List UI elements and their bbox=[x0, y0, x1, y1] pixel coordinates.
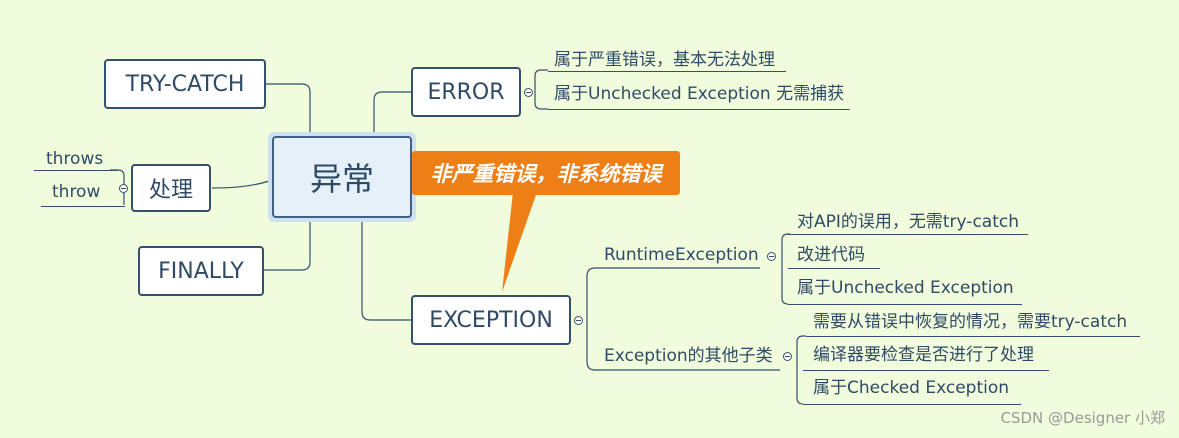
connector-exception bbox=[361, 222, 411, 321]
leaf-underline bbox=[806, 336, 1140, 337]
leaf-underline bbox=[803, 404, 1021, 405]
watermark: CSDN @Designer 小郑 bbox=[1000, 409, 1166, 427]
leaf-throw: throw bbox=[52, 182, 101, 202]
connector-finally bbox=[264, 222, 311, 271]
other-leaf-recover: 需要从错误中恢复的情况，需要try-catch bbox=[813, 312, 1128, 332]
handle-node[interactable]: 处理 bbox=[131, 164, 211, 212]
connector-runtime-children bbox=[781, 233, 790, 305]
connector-try-catch bbox=[266, 83, 311, 136]
error-leaf-unchecked: 属于Unchecked Exception 无需捕获 bbox=[554, 84, 845, 104]
collapse-icon[interactable] bbox=[783, 352, 792, 361]
leaf-underline bbox=[34, 170, 118, 171]
runtime-leaf-unchecked: 属于Unchecked Exception bbox=[797, 278, 1014, 298]
collapse-icon[interactable] bbox=[524, 88, 533, 97]
runtime-leaf-api-misuse: 对API的误用，无需try-catch bbox=[797, 212, 1019, 232]
leaf-underline bbox=[548, 109, 850, 110]
finally-node[interactable]: FINALLY bbox=[138, 246, 264, 296]
leaf-underline bbox=[788, 304, 1022, 305]
error-node[interactable]: ERROR bbox=[411, 67, 521, 117]
connector-error-children bbox=[534, 69, 548, 110]
leaf-underline bbox=[803, 370, 1049, 371]
leaf-underline bbox=[788, 268, 880, 269]
other-leaf-compiler-check: 编译器要检查是否进行了处理 bbox=[813, 345, 1034, 365]
leaf-underline bbox=[41, 206, 125, 207]
connector-error bbox=[373, 91, 411, 136]
connector-exception-subs bbox=[586, 267, 780, 371]
collapse-icon[interactable] bbox=[119, 184, 128, 193]
callout-pointer bbox=[502, 192, 537, 292]
root-node[interactable]: 异常 bbox=[268, 132, 416, 222]
exception-node[interactable]: EXCEPTION bbox=[411, 295, 571, 345]
root-label: 异常 bbox=[272, 136, 412, 218]
callout-note: 非严重错误，非系统错误 bbox=[412, 151, 680, 195]
connector-other-children bbox=[796, 335, 806, 405]
leaf-underline bbox=[788, 234, 1028, 235]
connector-handle bbox=[211, 179, 273, 189]
collapse-icon[interactable] bbox=[767, 252, 776, 261]
other-leaf-checked: 属于Checked Exception bbox=[813, 378, 1010, 398]
runtime-leaf-improve-code: 改进代码 bbox=[797, 245, 865, 265]
leaf-throws: throws bbox=[46, 149, 104, 169]
error-leaf-severe: 属于严重错误，基本无法处理 bbox=[554, 50, 775, 70]
leaf-underline bbox=[548, 71, 786, 72]
runtime-exception-label[interactable]: RuntimeException bbox=[604, 245, 759, 265]
other-subclasses-label[interactable]: Exception的其他子类 bbox=[604, 346, 773, 366]
try-catch-node[interactable]: TRY-CATCH bbox=[104, 59, 266, 109]
collapse-icon[interactable] bbox=[574, 316, 583, 325]
